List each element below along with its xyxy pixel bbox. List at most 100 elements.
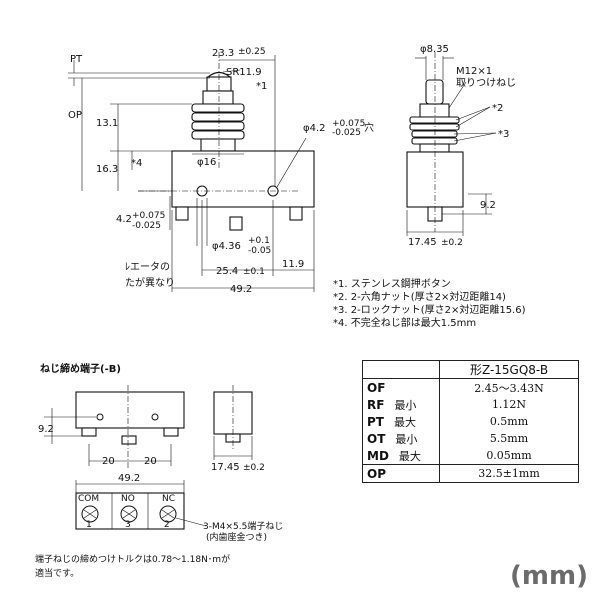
label-com: COM (78, 494, 99, 504)
phi4-2-tol-low: -0.025 (332, 128, 361, 138)
lock-nut-2 (191, 130, 245, 140)
sr-label: SR11.9 (226, 67, 262, 78)
side-lock-nut-1 (411, 130, 458, 138)
dim-4-2-tol-low: -0.025 (132, 221, 161, 231)
screw-com-cross (83, 509, 97, 519)
b-body-front (75, 391, 185, 429)
dim-23-3: 23.3 (212, 48, 234, 59)
spec-label-pt: PT (367, 414, 384, 429)
dim-4-2-tol-up: +0.075 (132, 211, 165, 221)
star3-marker: *3 (498, 129, 509, 140)
spec-label-op: OP (367, 466, 386, 481)
spec-label-ot: OT (367, 431, 386, 446)
side-view: φ8.35 M12×1 取りつけねじ *2 *3 9.2 17.45 ±0.2 (406, 44, 516, 248)
side-nut-1 (409, 116, 460, 124)
phi4-36-tol-up: +0.1 (248, 236, 270, 246)
lock-nut-1 (191, 121, 245, 131)
label-no: NO (121, 494, 135, 504)
screw-terminal-section: ねじ締め端子(-B) 9.2 20 20 17.45 ±0.2 COM (35, 362, 283, 579)
note-1: *1. ステンレス鋼押ボタン (333, 277, 451, 290)
phi4-2-tol-up: +0.075 (332, 119, 365, 129)
spec-row-md: MD 最大 0.05mm (362, 447, 579, 465)
notes: *1. ステンレス鋼押ボタン *2. 2-六角ナット(厚さ2×対辺距離14) *… (333, 277, 526, 329)
dim-25-4: 25.4 (216, 266, 238, 277)
spec-value-pt: 0.5mm (439, 413, 579, 430)
side-bushing-lower (419, 143, 450, 153)
spec-value-of: 2.45～3.43N (439, 378, 579, 396)
screw-nc-cross (161, 509, 175, 519)
torque-note-2: 適当です。 (35, 567, 79, 579)
screw-nc-icon (159, 505, 177, 523)
screw-spec-sub: (内歯座金つき) (206, 531, 267, 543)
label-num-3: 3 (125, 520, 131, 530)
side-nut-2 (409, 123, 460, 131)
star1-marker: *1 (256, 81, 267, 92)
star4-marker: *4 (131, 158, 142, 169)
phi8-35-label: φ8.35 (420, 44, 449, 55)
b-terminal-1 (81, 427, 97, 437)
dim-25-4-tol: ±0.1 (243, 267, 265, 277)
switch-body (171, 150, 315, 208)
spec-row-of: OF 2.45～3.43N (362, 378, 579, 396)
dim-9-2-b: 9.2 (38, 424, 54, 435)
dim-11-9: 11.9 (282, 259, 304, 270)
dim-20-a: 20 (102, 456, 115, 467)
spec-sub-md: 最大 (398, 449, 421, 463)
unit-label: (mm) (510, 561, 588, 591)
phi16-label: φ16 (197, 157, 216, 168)
dim-16-3: 16.3 (96, 164, 118, 175)
side-plunger (425, 79, 444, 105)
b-terminal-2 (121, 435, 137, 445)
note-4: *4. 不完全ねじ部は最大1.5mm (333, 316, 476, 329)
spec-header-blank (362, 360, 440, 379)
hex-nut-1 (191, 103, 245, 113)
phi4-36-tol-low: -0.05 (248, 246, 271, 256)
dim-13-1: 13.1 (96, 118, 118, 129)
overlay-text-1: ﾚエータの (125, 261, 170, 273)
phi4-2-suffix: 穴 (364, 121, 374, 134)
dim-17-45-b: 17.45 (211, 462, 240, 473)
note-2: *2. 2-六角ナット(厚さ2×対辺距離14) (333, 290, 506, 303)
side-bushing (419, 103, 450, 118)
terminal-3 (289, 206, 303, 221)
label-num-2: 2 (164, 520, 170, 530)
dim-20-b: 20 (144, 456, 157, 467)
terminal-2 (229, 216, 243, 231)
screw-no-cross (122, 509, 136, 519)
spec-label-of: OF (367, 380, 386, 395)
spec-label-rf: RF (367, 397, 385, 412)
torque-note-1: 端子ねじの締めつけトルクは0.78～1.18N･mが (35, 553, 230, 565)
m12-note: 取りつけねじ (456, 77, 516, 89)
screw-no-icon (120, 505, 138, 523)
bushing-upper (202, 90, 234, 105)
spec-row-rf: RF 最小 1.12N (362, 396, 579, 413)
spec-row-op: OP 32.5±1mm (362, 464, 579, 483)
spec-sub-pt: 最大 (393, 415, 416, 429)
pt-label: PT (70, 54, 83, 65)
star2-marker: *2 (492, 103, 503, 114)
side-lock-nut-2 (411, 137, 458, 145)
spec-value-ot: 5.5mm (439, 430, 579, 447)
spec-value-rf: 1.12N (439, 396, 579, 413)
main-front-view: PT OP 13.1 16.3 *4 4.2 +0.075 -0.025 23.… (68, 47, 374, 295)
note-3: *3. 2-ロックナット(厚さ2×対辺距離15.6) (333, 303, 526, 316)
overlay-text-2: たが異なり (125, 276, 175, 289)
terminal-1 (175, 206, 189, 221)
spec-table: 形Z-15GQ8-B OF 2.45～3.43N RF 最小 1.12N PT 最大… (362, 360, 579, 483)
spec-value-md: 0.05mm (439, 447, 579, 465)
b-terminal-3 (163, 427, 179, 437)
screw-terminal-title: ねじ締め端子(-B) (40, 362, 121, 375)
spec-header-row: 形Z-15GQ8-B (362, 360, 579, 379)
phi4-36-label: φ4.36 (212, 241, 241, 252)
hex-nut-2 (191, 112, 245, 122)
spec-label-md: MD (367, 448, 389, 463)
m12-label: M12×1 (456, 66, 492, 77)
dim-17-45-b-tol: ±0.2 (243, 463, 265, 473)
screw-spec-label: 3-M4×5.5端子ねじ (203, 520, 283, 532)
dim-49-2-b: 49.2 (118, 473, 140, 484)
spec-sub-rf: 最小 (394, 398, 417, 412)
label-num-1: 1 (86, 520, 92, 530)
bushing-lower (200, 138, 236, 152)
